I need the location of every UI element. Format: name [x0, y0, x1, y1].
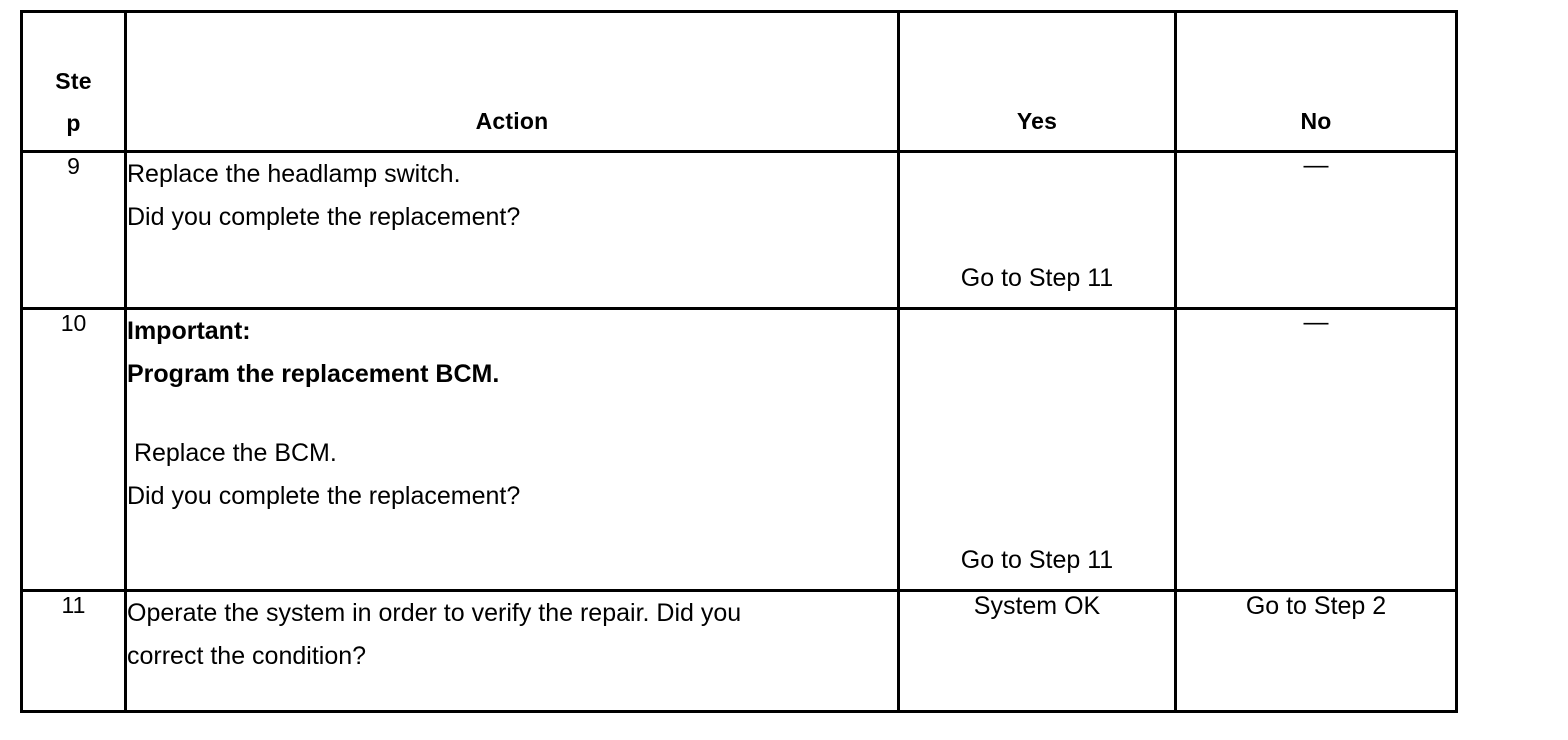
no-branch-wrap: Go to Step 2 [1177, 592, 1455, 621]
no-branch-cell: — [1174, 307, 1458, 592]
column-header-step: Step [20, 10, 127, 153]
table-row: 11 Operate the system in order to verify… [20, 589, 1458, 713]
step-number: 11 [20, 589, 127, 713]
step-number: 9 [20, 150, 127, 310]
yes-branch-cell: System OK [897, 589, 1177, 713]
yes-branch-cell: Go to Step 11 [897, 307, 1177, 592]
action-cell: Important: Program the replacement BCM. … [124, 307, 900, 592]
no-branch-label: Go to Step 2 [1245, 592, 1387, 620]
header-row: Step Action Yes No [20, 10, 1458, 153]
action-line: Replace the BCM. [127, 439, 337, 467]
column-header-step-label: Step [55, 68, 92, 136]
action-line: Operate the system in order to verify th… [127, 599, 742, 627]
table-row: 9 Replace the headlamp switch. Did you c… [20, 150, 1458, 310]
yes-branch-label: System OK [973, 592, 1101, 620]
action-cell: Operate the system in order to verify th… [124, 589, 900, 713]
action-line-important-body: Program the replacement BCM. [127, 360, 500, 388]
yes-branch-label: Go to Step 11 [960, 264, 1114, 292]
yes-branch-wrap: System OK [900, 592, 1174, 621]
no-branch-wrap: — [1177, 153, 1455, 178]
diagnostic-procedure-table: Step Action Yes No 9 Replace the headlam… [20, 10, 1458, 713]
action-line: Replace the headlamp switch. [127, 160, 461, 188]
no-branch-cell: — [1174, 150, 1458, 310]
action-cell: Replace the headlamp switch. Did you com… [124, 150, 900, 310]
no-branch-label: — [1303, 151, 1329, 179]
column-header-action: Action [124, 10, 900, 153]
table-body: 9 Replace the headlamp switch. Did you c… [20, 150, 1458, 713]
no-branch-cell: Go to Step 2 [1174, 589, 1458, 713]
action-line-important: Important: [127, 317, 251, 345]
action-line: Did you complete the replacement? [127, 482, 521, 510]
column-header-action-label: Action [475, 108, 549, 134]
table-row: 10 Important: Program the replacement BC… [20, 307, 1458, 592]
no-branch-label: — [1303, 308, 1329, 336]
column-header-no: No [1174, 10, 1458, 153]
action-line: Did you complete the replacement? [127, 203, 521, 231]
column-header-no-label: No [1300, 108, 1332, 134]
column-header-yes: Yes [897, 10, 1177, 153]
action-line: correct the condition? [127, 642, 367, 670]
step-number: 10 [20, 307, 127, 592]
table-header: Step Action Yes No [20, 10, 1458, 153]
action-spacer [127, 396, 897, 432]
no-branch-wrap: — [1177, 310, 1455, 335]
column-header-yes-label: Yes [1016, 108, 1058, 134]
yes-branch-cell: Go to Step 11 [897, 150, 1177, 310]
yes-branch-label: Go to Step 11 [960, 546, 1114, 574]
